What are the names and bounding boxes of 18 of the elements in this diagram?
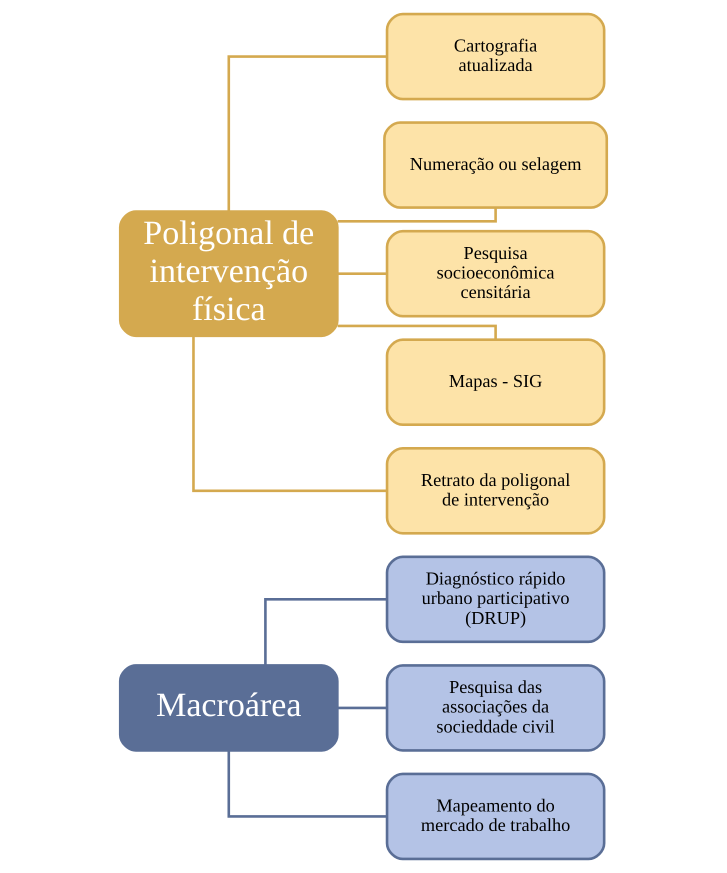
node-box: Numeração ou selagem — [383, 121, 608, 209]
connector — [227, 750, 387, 818]
connector — [338, 272, 388, 275]
node-box: Pesquisa das associações da socieddade civil — [386, 664, 606, 752]
connector — [338, 208, 497, 223]
node-box: Retrato da poligonal de intervenção — [386, 446, 606, 535]
connector — [264, 598, 387, 665]
node-box: Poligonal de intervenção física — [118, 210, 339, 338]
connector — [227, 55, 387, 212]
node-box: Diagnóstico rápido urbano participativo (DRUP) — [386, 556, 606, 644]
connector — [338, 706, 388, 710]
node-box: Pesquisa socioeconômica censitária — [386, 230, 606, 318]
node-box: Mapeamento do mercado de trabalho — [386, 772, 606, 860]
node-box: Macroárea — [118, 664, 339, 752]
connector — [338, 324, 497, 340]
node-box: Cartografia atualizada — [386, 12, 606, 100]
connector — [192, 336, 387, 492]
node-box: Mapas - SIG — [386, 338, 606, 426]
